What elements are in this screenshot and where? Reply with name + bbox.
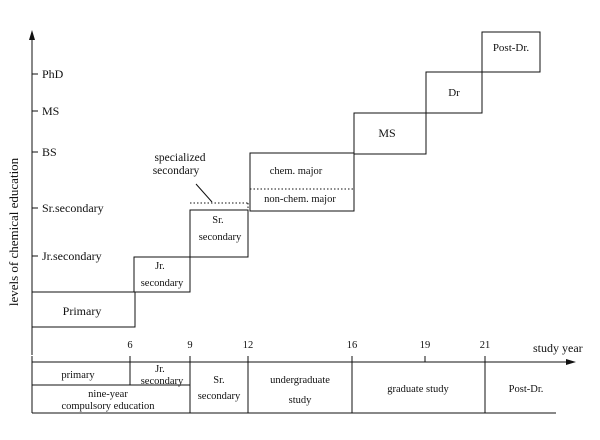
step-ms-label: MS	[378, 126, 395, 140]
table-sr-secondary-1: Sr.	[213, 375, 224, 386]
step-jr-secondary	[133, 256, 191, 293]
y-axis-arrow	[29, 30, 35, 40]
table-nine-year-1: nine-year	[88, 389, 128, 400]
table-jr-secondary-1: Jr.	[155, 364, 165, 375]
table-undergraduate-1: undergraduate	[270, 375, 330, 386]
table-postdr: Post-Dr.	[509, 384, 544, 395]
year-tick-label-12: 12	[243, 340, 254, 351]
step-postdr	[481, 31, 541, 73]
table-graduate-study: graduate study	[387, 384, 449, 395]
step-jr-secondary-label-1: Jr.	[155, 261, 165, 272]
year-tick-label-19: 19	[420, 340, 431, 351]
step-primary-label: Primary	[63, 304, 102, 318]
bottom-table: primary Jr. secondary nine-year compulso…	[31, 362, 556, 414]
education-steps: Primary Jr. secondary Sr. secondary chem…	[31, 31, 541, 328]
table-jr-secondary-2: secondary	[141, 376, 184, 387]
y-axis-title: levels of chemical education	[6, 157, 21, 306]
year-tick-label-21: 21	[480, 340, 491, 351]
annotation-leader	[195, 183, 213, 203]
level-label-phd: PhD	[42, 67, 64, 81]
step-dr-label: Dr	[448, 87, 460, 99]
level-label-ms: MS	[42, 104, 59, 118]
level-label-bs: BS	[42, 145, 57, 159]
table-primary: primary	[61, 370, 95, 381]
year-tick-label-6: 6	[127, 340, 132, 351]
step-non-chem-major-label: non-chem. major	[264, 194, 336, 205]
x-axis-title: study year	[533, 341, 583, 355]
step-sr-secondary-label-2: secondary	[199, 232, 242, 243]
year-tick-label-16: 16	[347, 340, 358, 351]
table-nine-year-2: compulsory education	[61, 401, 155, 412]
x-axis-arrow	[566, 359, 576, 365]
step-chem-major-label: chem. major	[270, 166, 323, 177]
table-sr-secondary-2: secondary	[198, 391, 241, 402]
year-ticks: 6 9 12 16 19 21	[31, 340, 491, 362]
step-undergraduate	[249, 152, 355, 212]
step-primary	[31, 291, 136, 328]
table-undergraduate-2: study	[289, 395, 313, 406]
step-jr-secondary-label-2: secondary	[141, 278, 184, 289]
step-ms	[353, 112, 427, 155]
step-sr-secondary	[189, 209, 249, 258]
level-ticks: PhD MS BS Sr.secondary Jr.secondary	[32, 67, 104, 263]
annotation-specialized-line2: secondary	[153, 165, 200, 177]
step-sr-secondary-label-1: Sr.	[212, 215, 223, 226]
annotation-specialized-line1: specialized	[154, 152, 205, 164]
level-label-jrsec: Jr.secondary	[42, 249, 102, 263]
year-tick-label-9: 9	[187, 340, 192, 351]
step-dr	[425, 71, 483, 114]
step-postdr-label: Post-Dr.	[493, 42, 530, 54]
level-label-srsec: Sr.secondary	[42, 201, 104, 215]
